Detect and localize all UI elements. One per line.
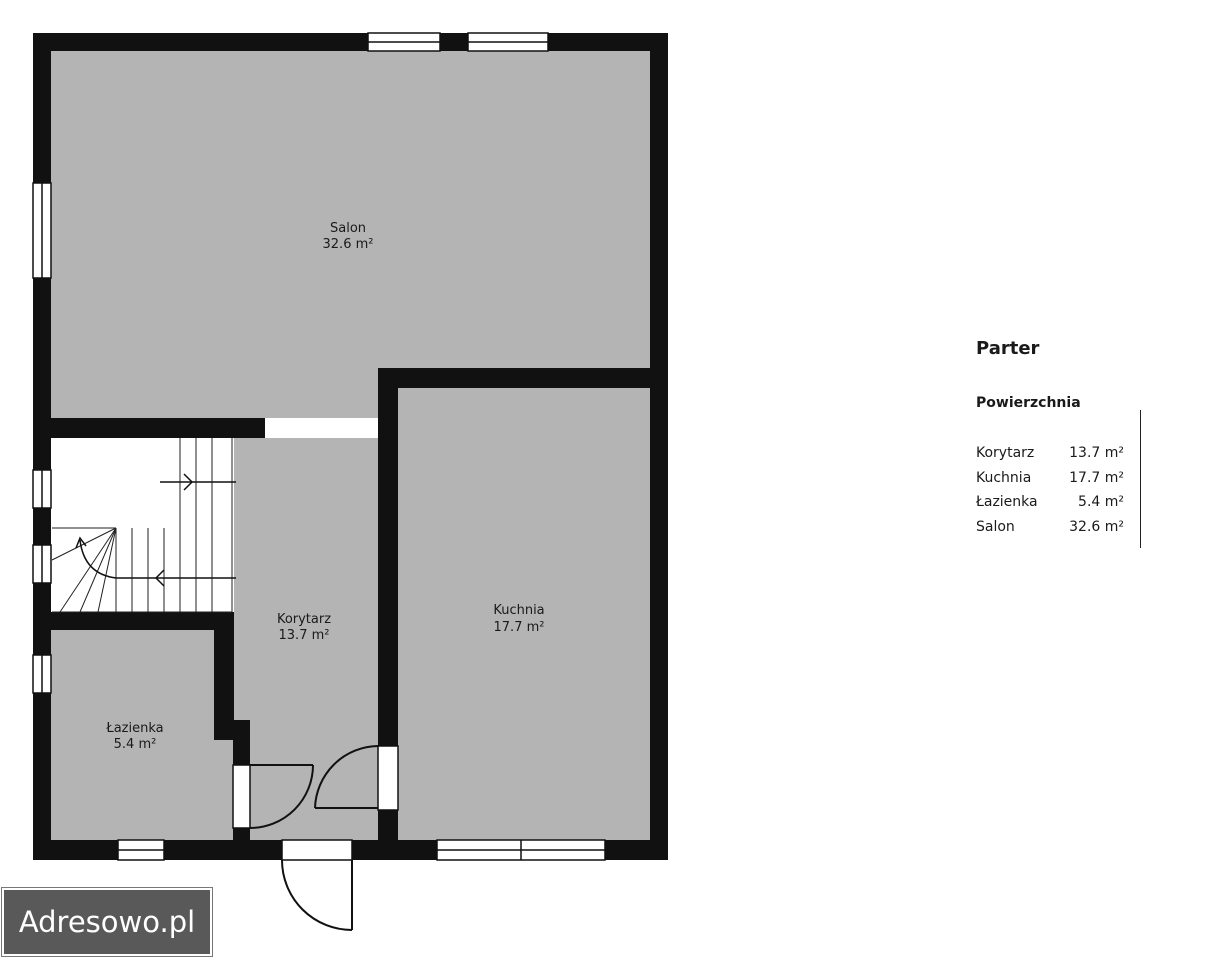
legend-row: Korytarz 13.7 m² [976, 441, 1124, 466]
room-area-salon: 32.6 m² [323, 237, 374, 252]
floor-plan: Salon 32.6 m² Kuchnia 17.7 m² Korytarz 1… [32, 32, 668, 931]
legend-divider [1140, 410, 1141, 548]
window-top-right [467, 32, 549, 52]
room-label-kuchnia: Kuchnia [493, 603, 544, 618]
stairs-arrows [75, 473, 236, 587]
kuchnia-floor [398, 388, 650, 840]
door-korytarz-kuchnia-frame [377, 745, 399, 811]
window-left-stairs-2 [32, 544, 52, 584]
legend-row: Kuchnia 17.7 m² [976, 466, 1124, 491]
korytarz-floor [234, 438, 378, 840]
window-bottom-kuchnia [436, 839, 606, 861]
salon-floor [50, 50, 650, 418]
room-area-kuchnia: 17.7 m² [494, 620, 545, 635]
interior-walls [33, 368, 668, 860]
windows [32, 32, 606, 861]
room-label-lazienka: Łazienka [105, 721, 163, 736]
room-label-salon: Salon [330, 221, 366, 236]
legend-room-area: 17.7 m² [1069, 469, 1124, 486]
area-legend: Parter Powierzchnia Korytarz 13.7 m² Kuc… [976, 338, 1146, 548]
salon-korytarz-opening [265, 418, 376, 438]
window-left-stairs-1 [32, 469, 52, 509]
legend-subtitle: Powierzchnia [976, 395, 1081, 411]
window-bottom-lazienka [117, 839, 165, 861]
door-entrance-frame [281, 839, 353, 861]
legend-row: Łazienka 5.4 m² [976, 490, 1124, 515]
door-lazienka-frame [232, 764, 251, 829]
lazienka-floor [50, 630, 236, 840]
legend-row: Salon 32.6 m² [976, 515, 1124, 540]
watermark-logo: Adresowo.pl [2, 888, 212, 956]
window-left-lazienka [32, 654, 52, 694]
legend-room-name: Salon [976, 518, 1015, 535]
window-left-salon [32, 182, 52, 279]
door-swings [249, 745, 379, 931]
stairs [51, 438, 233, 613]
floor-title: Parter [976, 338, 1040, 359]
legend-room-name: Kuchnia [976, 469, 1032, 486]
legend-room-area: 5.4 m² [1078, 494, 1124, 510]
legend-room-area: 13.7 m² [1069, 445, 1124, 461]
legend-room-name: Łazienka [976, 494, 1038, 510]
room-area-korytarz: 13.7 m² [279, 628, 330, 643]
room-label-korytarz: Korytarz [277, 612, 331, 627]
legend-room-name: Korytarz [976, 445, 1035, 461]
legend-room-area: 32.6 m² [1069, 518, 1124, 535]
legend-rows: Korytarz 13.7 m² Kuchnia 17.7 m² Łazienk… [976, 441, 1146, 539]
window-top-left [367, 32, 441, 52]
stairs-floor [50, 438, 234, 612]
room-area-lazienka: 5.4 m² [114, 737, 157, 752]
